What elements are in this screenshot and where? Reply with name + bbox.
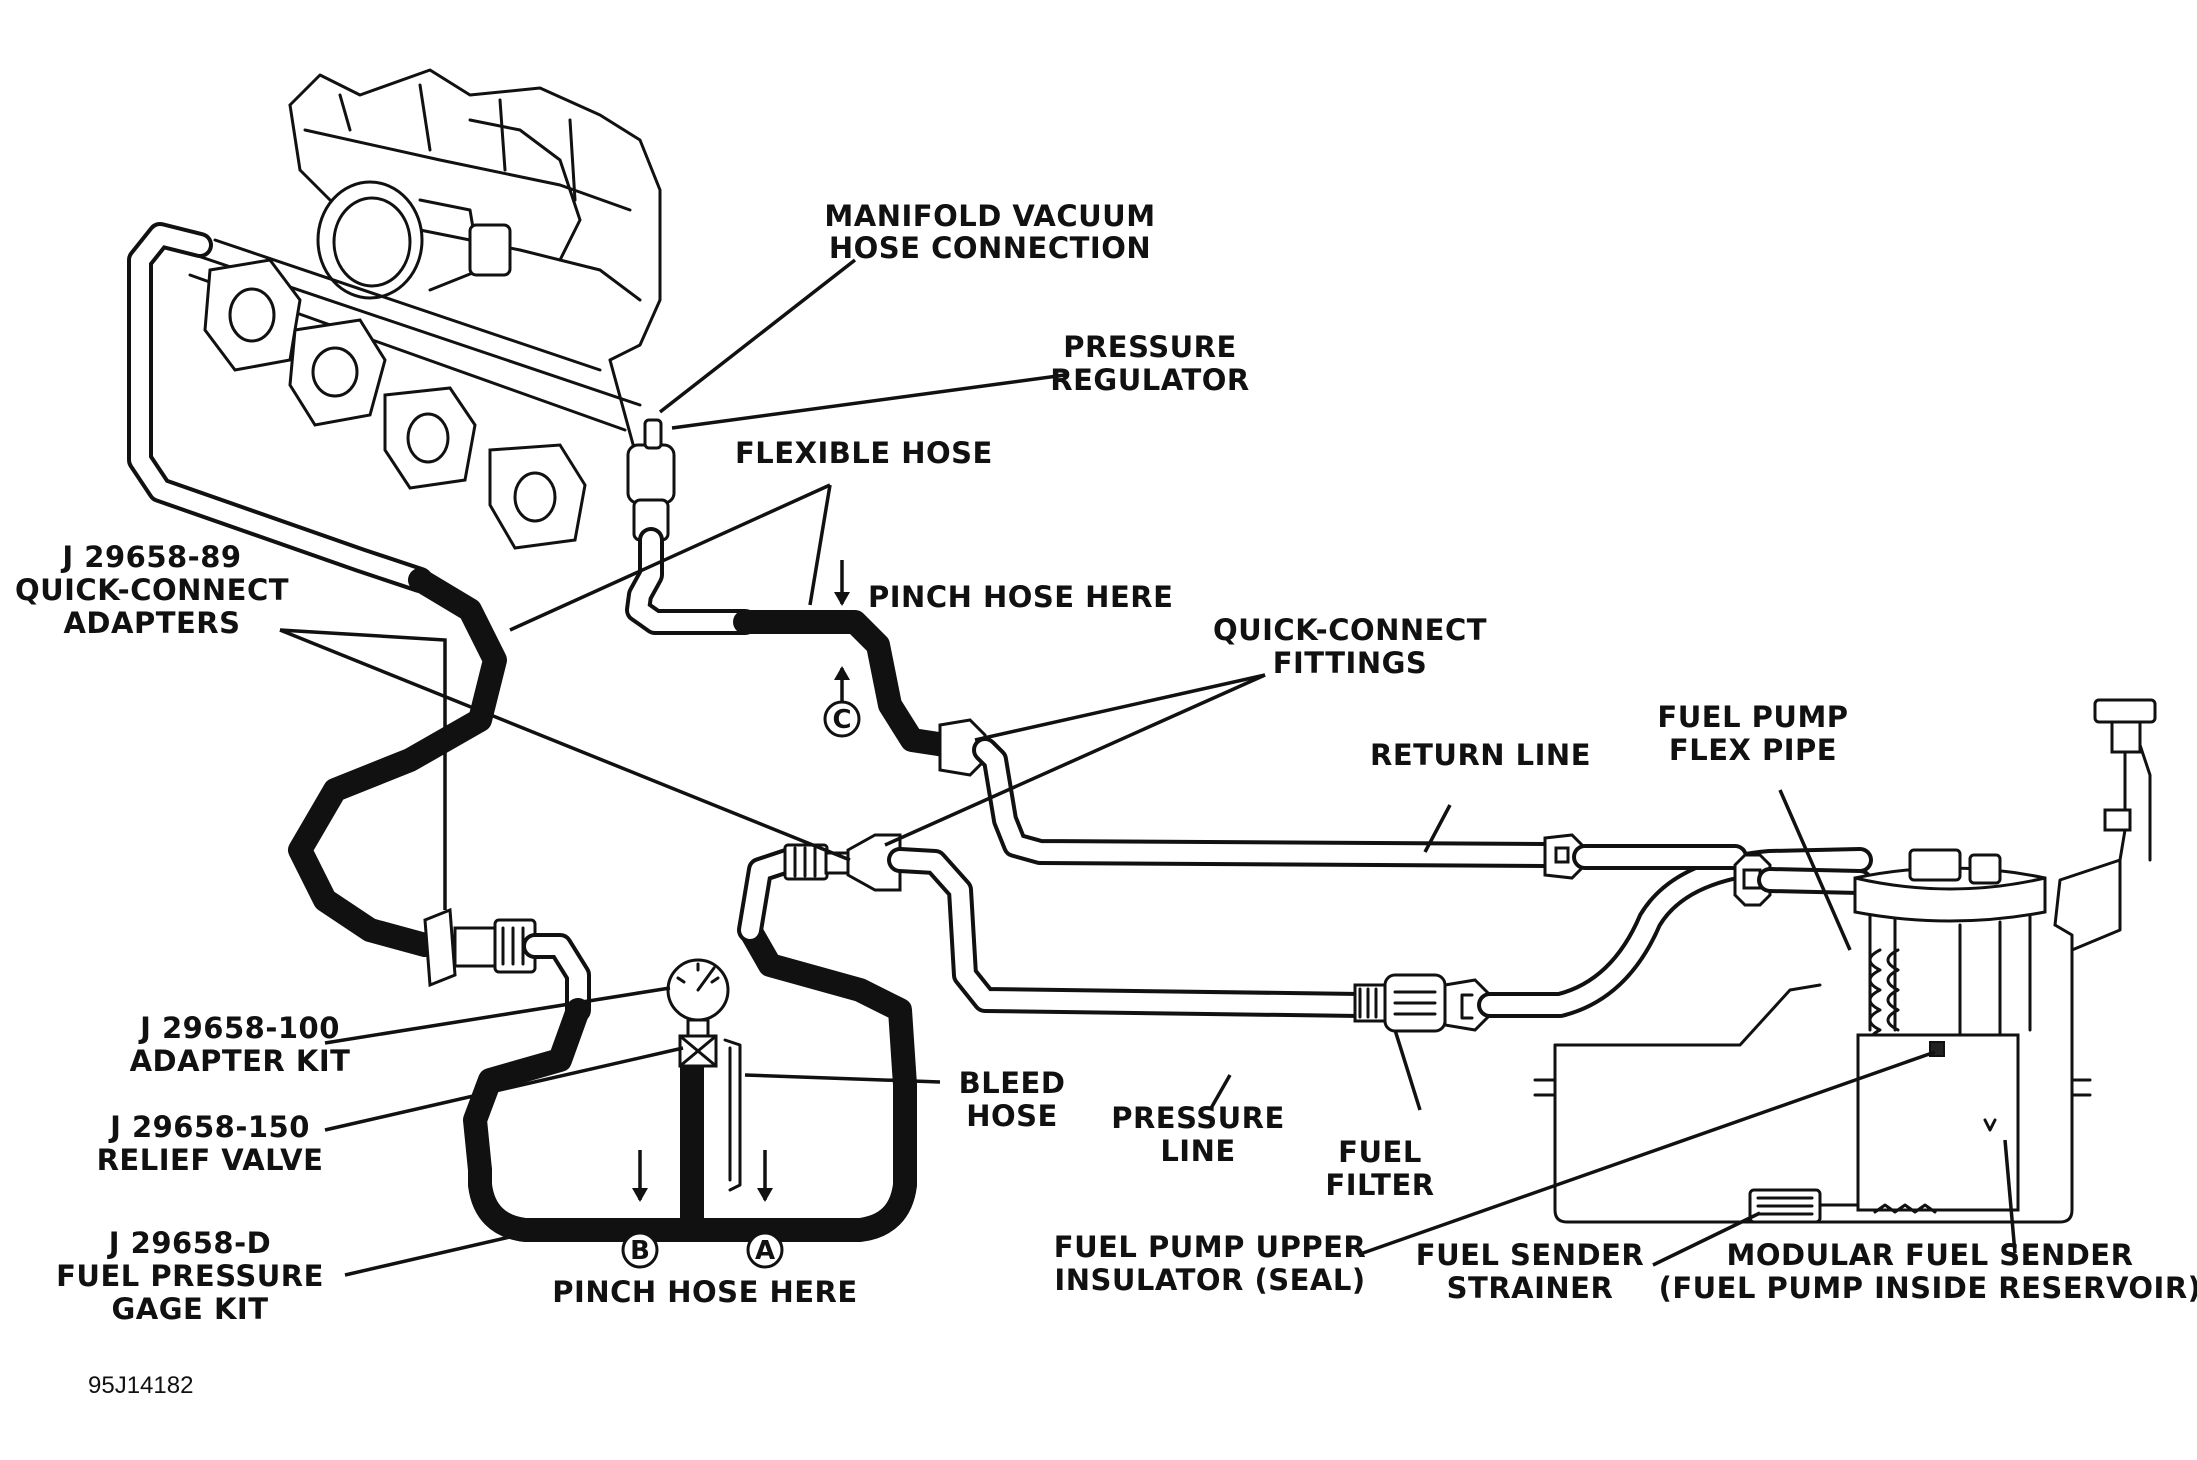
svg-text:HOSE CONNECTION: HOSE CONNECTION <box>829 231 1151 265</box>
label-modular-sender: MODULAR FUEL SENDER (FUEL PUMP INSIDE RE… <box>1659 1238 2197 1305</box>
svg-text:GAGE KIT: GAGE KIT <box>111 1292 268 1326</box>
label-pressure-line: PRESSURE LINE <box>1111 1101 1285 1168</box>
center-quick-connect-fittings <box>737 833 902 943</box>
svg-text:FUEL: FUEL <box>1338 1135 1422 1169</box>
svg-text:J 29658-D: J 29658-D <box>107 1226 271 1260</box>
label-upper-insulator: FUEL PUMP UPPER INSULATOR (SEAL) <box>1054 1230 1366 1297</box>
modular-fuel-sender <box>1748 848 2047 1224</box>
svg-text:FUEL SENDER: FUEL SENDER <box>1416 1238 1644 1272</box>
svg-text:PRESSURE: PRESSURE <box>1111 1101 1285 1135</box>
svg-text:FITTINGS: FITTINGS <box>1273 646 1428 680</box>
pinch-label-a: A <box>755 1236 775 1266</box>
svg-text:QUICK-CONNECT: QUICK-CONNECT <box>1213 613 1487 647</box>
svg-text:LINE: LINE <box>1160 1134 1235 1168</box>
return-line <box>625 527 1873 907</box>
leader-lines <box>279 258 2017 1277</box>
svg-text:ADAPTER KIT: ADAPTER KIT <box>130 1044 351 1078</box>
svg-text:FILTER: FILTER <box>1325 1168 1434 1202</box>
relief-valve <box>678 1034 718 1068</box>
pinch-label-c: C <box>832 705 851 735</box>
pressure-regulator <box>626 418 676 542</box>
label-manifold-vacuum: MANIFOLD VACUUM HOSE CONNECTION <box>824 199 1155 265</box>
pinch-point-a: A <box>746 1150 784 1269</box>
svg-text:ADAPTERS: ADAPTERS <box>63 606 240 640</box>
svg-text:MODULAR FUEL SENDER: MODULAR FUEL SENDER <box>1727 1238 2134 1272</box>
pinch-point-top: C <box>823 560 861 738</box>
label-quick-connect-adapters: J 29658-89 QUICK-CONNECT ADAPTERS <box>15 540 289 640</box>
pinch-label-b: B <box>630 1236 650 1266</box>
svg-text:FUEL PRESSURE: FUEL PRESSURE <box>56 1259 324 1293</box>
label-quick-connect-fittings: QUICK-CONNECT FITTINGS <box>1213 613 1487 680</box>
figure-code: 95J14182 <box>88 1372 193 1399</box>
intake-manifold <box>188 68 662 550</box>
label-relief-valve: J 29658-150 RELIEF VALVE <box>97 1110 324 1177</box>
svg-text:FUEL PUMP UPPER: FUEL PUMP UPPER <box>1054 1230 1366 1264</box>
engine-feed-hose <box>127 222 507 957</box>
label-sender-strainer: FUEL SENDER STRAINER <box>1416 1238 1644 1305</box>
label-flexible-hose: FLEXIBLE HOSE <box>735 436 993 470</box>
left-quick-connect-adapter <box>423 907 591 1023</box>
svg-text:PRESSURE: PRESSURE <box>1063 330 1237 364</box>
svg-text:MANIFOLD VACUUM: MANIFOLD VACUUM <box>824 199 1155 233</box>
gage-hose-loop <box>463 918 917 1242</box>
label-pinch-hose-top: PINCH HOSE HERE <box>868 580 1173 614</box>
svg-text:J 29658-150: J 29658-150 <box>108 1110 310 1144</box>
svg-text:FLEX PIPE: FLEX PIPE <box>1669 733 1837 767</box>
svg-text:J 29658-89: J 29658-89 <box>60 540 241 574</box>
flex-pipe-coil <box>1868 948 1900 1052</box>
pinch-circle-c <box>823 700 861 738</box>
svg-text:BLEED: BLEED <box>959 1066 1066 1100</box>
fuel-filter <box>1383 973 1447 1033</box>
svg-text:RELIEF VALVE: RELIEF VALVE <box>97 1143 324 1177</box>
svg-text:REGULATOR: REGULATOR <box>1050 363 1249 397</box>
label-adapter-kit: J 29658-100 ADAPTER KIT <box>130 1011 351 1078</box>
label-bleed-hose: BLEED HOSE <box>959 1066 1066 1133</box>
svg-text:FUEL PUMP: FUEL PUMP <box>1657 700 1848 734</box>
svg-text:STRAINER: STRAINER <box>1447 1271 1614 1305</box>
svg-text:(FUEL PUMP INSIDE RESERVOIR): (FUEL PUMP INSIDE RESERVOIR) <box>1659 1271 2197 1305</box>
label-fuel-filter: FUEL FILTER <box>1325 1135 1434 1202</box>
svg-text:HOSE: HOSE <box>966 1099 1058 1133</box>
throttle-body <box>316 180 512 300</box>
label-pressure-regulator: PRESSURE REGULATOR <box>1050 330 1249 397</box>
pinch-point-b: B <box>621 1150 659 1269</box>
pressure-line <box>887 847 1873 1033</box>
manifold-flanges <box>203 258 587 550</box>
label-gage-kit: J 29658-D FUEL PRESSURE GAGE KIT <box>56 1226 324 1326</box>
label-fuel-pump-flex-pipe: FUEL PUMP FLEX PIPE <box>1657 700 1848 767</box>
svg-text:INSULATOR (SEAL): INSULATOR (SEAL) <box>1054 1263 1365 1297</box>
svg-text:J 29658-100: J 29658-100 <box>138 1011 340 1045</box>
label-pinch-hose-bottom: PINCH HOSE HERE <box>552 1275 857 1309</box>
svg-text:QUICK-CONNECT: QUICK-CONNECT <box>15 573 289 607</box>
fuel-tank <box>1533 698 2157 1224</box>
label-return-line: RETURN LINE <box>1370 738 1591 772</box>
